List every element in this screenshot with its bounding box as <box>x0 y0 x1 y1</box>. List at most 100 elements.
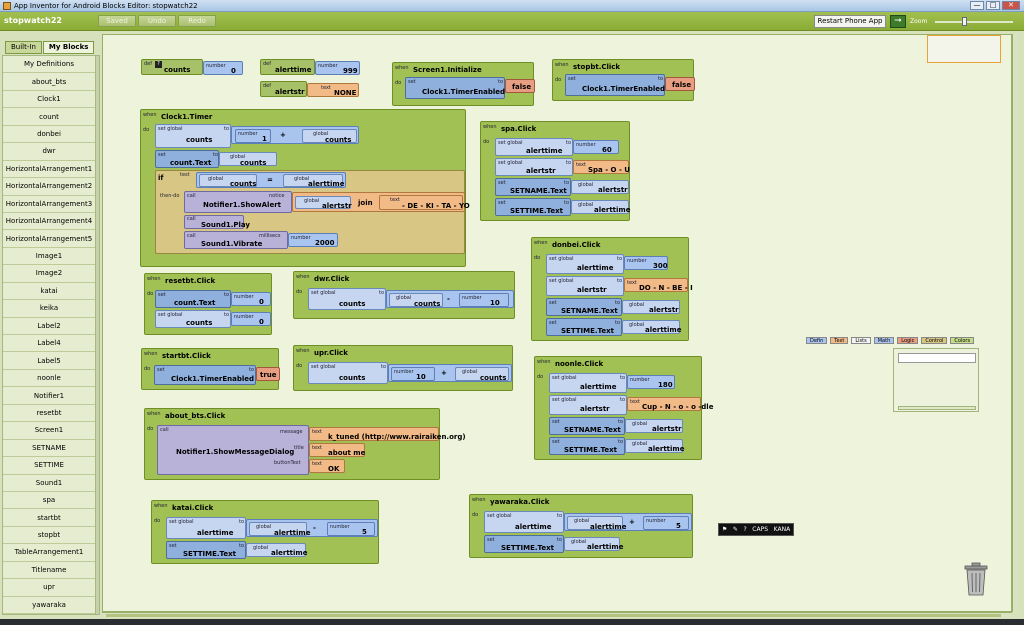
set-global-alerttime-block[interactable]: set global alerttime to <box>166 517 246 539</box>
katai-click-block[interactable]: when katai.Click do set global alerttime… <box>151 500 379 564</box>
number-block[interactable]: number 60 <box>573 140 619 154</box>
palette-logic[interactable]: Logic <box>897 337 919 344</box>
sidebar-item-horizontalarrangement4[interactable]: HorizontalArrangement4 <box>3 212 95 231</box>
stopbt-click-block[interactable]: when stopbt.Click do set Clock1.TimerEna… <box>552 59 695 101</box>
upr-click-block[interactable]: when upr.Click do set global counts to n… <box>293 345 513 391</box>
set-setname-text-block[interactable]: set SETNAME.Text to <box>546 298 622 316</box>
sidebar-item-setname[interactable]: SETNAME <box>3 439 95 458</box>
sidebar-item-stopbt[interactable]: stopbt <box>3 526 95 545</box>
close-button[interactable]: ✕ <box>1002 1 1020 10</box>
add-block[interactable]: number 10 + global counts <box>388 364 512 382</box>
palette-colors[interactable]: Colors <box>950 337 975 344</box>
sidebar-item-titlename[interactable]: Titlename <box>3 561 95 580</box>
workspace-minimap[interactable] <box>927 35 1001 63</box>
global-alerttime-block[interactable]: global alerttime <box>564 537 623 551</box>
global-alertstr-block[interactable]: global alertstr <box>625 419 683 433</box>
donbei-click-block[interactable]: when donbei.Click do set global alerttim… <box>531 237 693 341</box>
global-counts-block[interactable]: global counts <box>455 367 509 382</box>
horizontal-scroll-thumb[interactable] <box>106 614 1001 617</box>
ime-pen-icon[interactable]: ✎ <box>732 526 738 533</box>
number-block[interactable]: number 10 <box>459 293 509 307</box>
text-block[interactable]: text k_tuned (http://www.rairaiken.org) <box>309 427 466 441</box>
sidebar-item-label4[interactable]: Label4 <box>3 335 95 353</box>
help-icon[interactable]: ? <box>155 61 162 68</box>
sidebar-item-resetbt[interactable]: resetbt <box>3 404 95 423</box>
sidebar-item-sound1[interactable]: Sound1 <box>3 474 95 492</box>
tab-built-in[interactable]: Built-In <box>5 41 42 54</box>
number-block[interactable]: number 300 <box>624 256 668 270</box>
def-alerttime-block[interactable]: def alerttime <box>260 59 315 75</box>
sidebar-item-donbei[interactable]: donbei <box>3 125 95 144</box>
tab-my-blocks[interactable]: My Blocks <box>42 41 95 54</box>
sidebar-item-label2[interactable]: Label2 <box>3 317 95 335</box>
sidebar-item-katai[interactable]: katai <box>3 282 95 301</box>
number-block[interactable]: number 5 <box>643 516 689 530</box>
true-block[interactable]: true <box>256 367 280 381</box>
add-block[interactable]: global alerttime + number 5 <box>564 513 692 531</box>
set-setname-text-block[interactable]: set SETNAME.Text to <box>549 417 625 435</box>
text-block[interactable]: text DO - N - BE - I <box>624 278 693 292</box>
def-counts-block[interactable]: def ? counts <box>141 59 203 75</box>
trash-can-icon[interactable] <box>963 562 989 596</box>
ime-mode-icon[interactable]: ⚑ <box>721 526 728 533</box>
set-settime-text-block[interactable]: set SETTIME.Text to <box>549 437 625 455</box>
sidebar-item-startbt[interactable]: startbt <box>3 509 95 527</box>
number-block[interactable]: number 5 <box>327 522 375 536</box>
set-setname-text-block[interactable]: set SETNAME.Text to <box>495 178 571 196</box>
sidebar-item-upr[interactable]: upr <box>3 579 95 597</box>
minimize-button[interactable]: — <box>970 1 984 10</box>
palette-text[interactable]: Text <box>830 337 849 344</box>
sidebar-item-clock1[interactable]: Clock1 <box>3 90 95 109</box>
sidebar-item-image2[interactable]: Image2 <box>3 265 95 283</box>
text-block[interactable]: text about me <box>309 443 365 457</box>
number-block[interactable]: number 10 <box>391 367 435 381</box>
set-timer-enabled-block[interactable]: set Clock1.TimerEnabled to <box>405 77 505 99</box>
text-block[interactable]: text Cup - N - o - o -dle <box>627 397 713 411</box>
spa-click-block[interactable]: when spa.Click do set global alerttime t… <box>480 121 630 221</box>
phone-connect-icon[interactable]: ➞ <box>890 15 906 28</box>
undo-button[interactable]: Undo <box>138 15 176 27</box>
palette-control[interactable]: Control <box>921 337 948 344</box>
set-settime-text-block[interactable]: set SETTIME.Text to <box>495 198 571 216</box>
text-block[interactable]: text Spa - O - U <box>573 160 630 174</box>
sidebar-item-keika[interactable]: keika <box>3 300 95 318</box>
number-block[interactable]: number 1 <box>235 129 271 143</box>
sidebar-item-spa[interactable]: spa <box>3 491 95 510</box>
sidebar-scrollbar[interactable] <box>95 55 100 615</box>
typeblock-input[interactable] <box>898 353 976 363</box>
sidebar-item-horizontalarrangement3[interactable]: HorizontalArrangement3 <box>3 195 95 213</box>
redo-button[interactable]: Redo <box>178 15 216 27</box>
sidebar-item-label5[interactable]: Label5 <box>3 352 95 370</box>
false-block[interactable]: false <box>665 77 695 91</box>
sidebar-item-tablearrangement1[interactable]: TableArrangement1 <box>3 544 95 562</box>
yawaraka-click-block[interactable]: when yawaraka.Click do set global alertt… <box>469 494 693 558</box>
sidebar-item-count[interactable]: count <box>3 108 95 126</box>
set-global-alertstr-block[interactable]: set global alertstr to <box>549 395 627 415</box>
number-block[interactable]: number 180 <box>627 375 675 389</box>
global-alertstr-block[interactable]: global alertstr <box>295 196 352 210</box>
global-counts-block[interactable]: global counts <box>219 152 277 167</box>
workspace-horizontal-scrollbar[interactable] <box>102 612 1012 618</box>
sidebar-item-notifier1[interactable]: Notifier1 <box>3 387 95 405</box>
global-alertstr-block[interactable]: global alertstr <box>622 300 680 314</box>
screen1-initialize-block[interactable]: when Screen1.Initialize do set Clock1.Ti… <box>392 62 535 106</box>
number-block[interactable]: number 0 <box>203 61 243 75</box>
set-settime-text-block[interactable]: set SETTIME.Text to <box>166 541 246 559</box>
workspace-vertical-scrollbar[interactable] <box>1012 34 1018 612</box>
global-alerttime-block[interactable]: global alerttime <box>249 522 310 537</box>
set-global-alerttime-block[interactable]: set global alerttime to <box>495 138 573 156</box>
number-block[interactable]: number 999 <box>315 61 360 75</box>
sidebar-item-horizontalarrangement2[interactable]: HorizontalArrangement2 <box>3 178 95 196</box>
set-global-alerttime-block[interactable]: set global alerttime to <box>484 511 564 533</box>
blocks-workspace[interactable]: def ? counts number 0 def alerttime numb… <box>102 34 1012 612</box>
global-alerttime-block[interactable]: global alerttime <box>567 516 626 531</box>
maximize-button[interactable]: □ <box>986 1 1000 10</box>
number-block[interactable]: number 0 <box>231 312 271 326</box>
set-settime-text-block[interactable]: set SETTIME.Text to <box>546 318 622 336</box>
join-block[interactable]: global alertstr join text - DE - KI - TA… <box>292 192 470 212</box>
zoom-slider-thumb[interactable] <box>962 17 967 26</box>
set-global-counts-block[interactable]: set global counts to <box>155 124 231 148</box>
sidebar-item-yawaraka[interactable]: yawaraka <box>3 596 95 614</box>
text-block[interactable]: text OK <box>309 459 345 473</box>
about-bts-click-block[interactable]: when about_bts.Click do call Notifier1.S… <box>144 408 466 480</box>
